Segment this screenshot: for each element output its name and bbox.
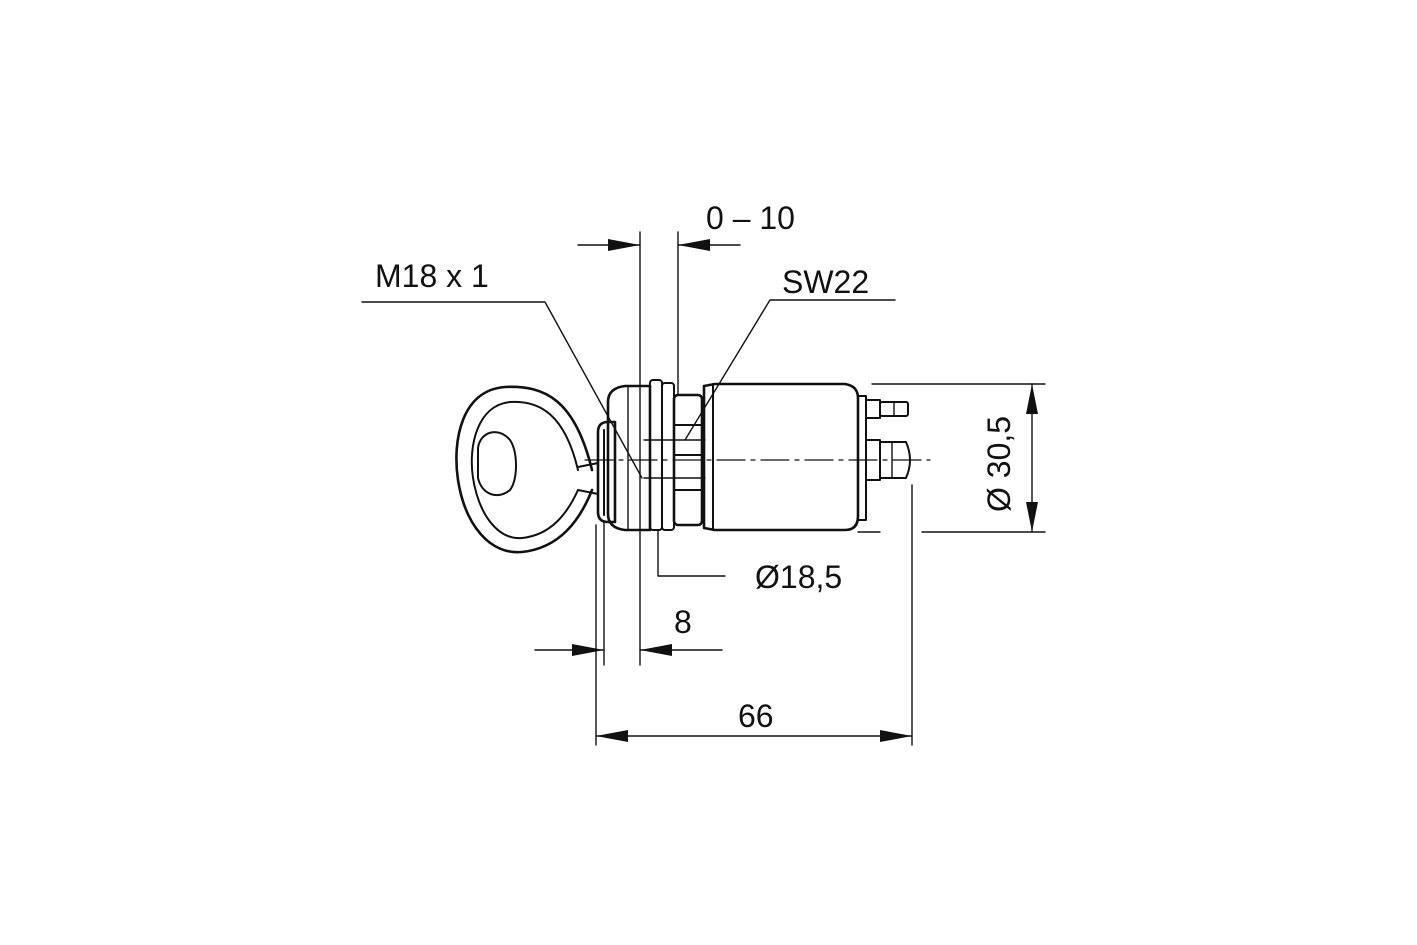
dim-collar-length xyxy=(534,521,723,666)
dim-body-diameter xyxy=(857,383,1046,533)
switch-body xyxy=(702,382,867,532)
dim-overall-length xyxy=(595,484,913,746)
key-bow-inner xyxy=(470,400,579,540)
key-bow-outer xyxy=(455,385,594,554)
dim-adjust-range xyxy=(577,231,741,396)
label-collar-length: 8 xyxy=(674,604,692,640)
nut-stack xyxy=(643,379,706,531)
label-wrench-size: SW22 xyxy=(782,264,869,300)
label-adjust-range: 0 – 10 xyxy=(706,200,795,236)
leader-thread xyxy=(361,301,643,479)
leader-wrench xyxy=(684,299,896,441)
key-hole xyxy=(477,431,517,497)
terminals xyxy=(865,399,911,481)
label-bore-diameter: Ø18,5 xyxy=(755,559,842,595)
key xyxy=(455,385,599,554)
label-overall-length: 66 xyxy=(738,698,774,734)
key-neck-bottom xyxy=(577,489,599,495)
label-body-diameter: Ø 30,5 xyxy=(981,416,1017,512)
key-neck-top xyxy=(577,462,599,468)
leader-bore xyxy=(657,529,726,577)
front-bezel xyxy=(596,384,652,532)
label-thread: M18 x 1 xyxy=(375,258,489,294)
